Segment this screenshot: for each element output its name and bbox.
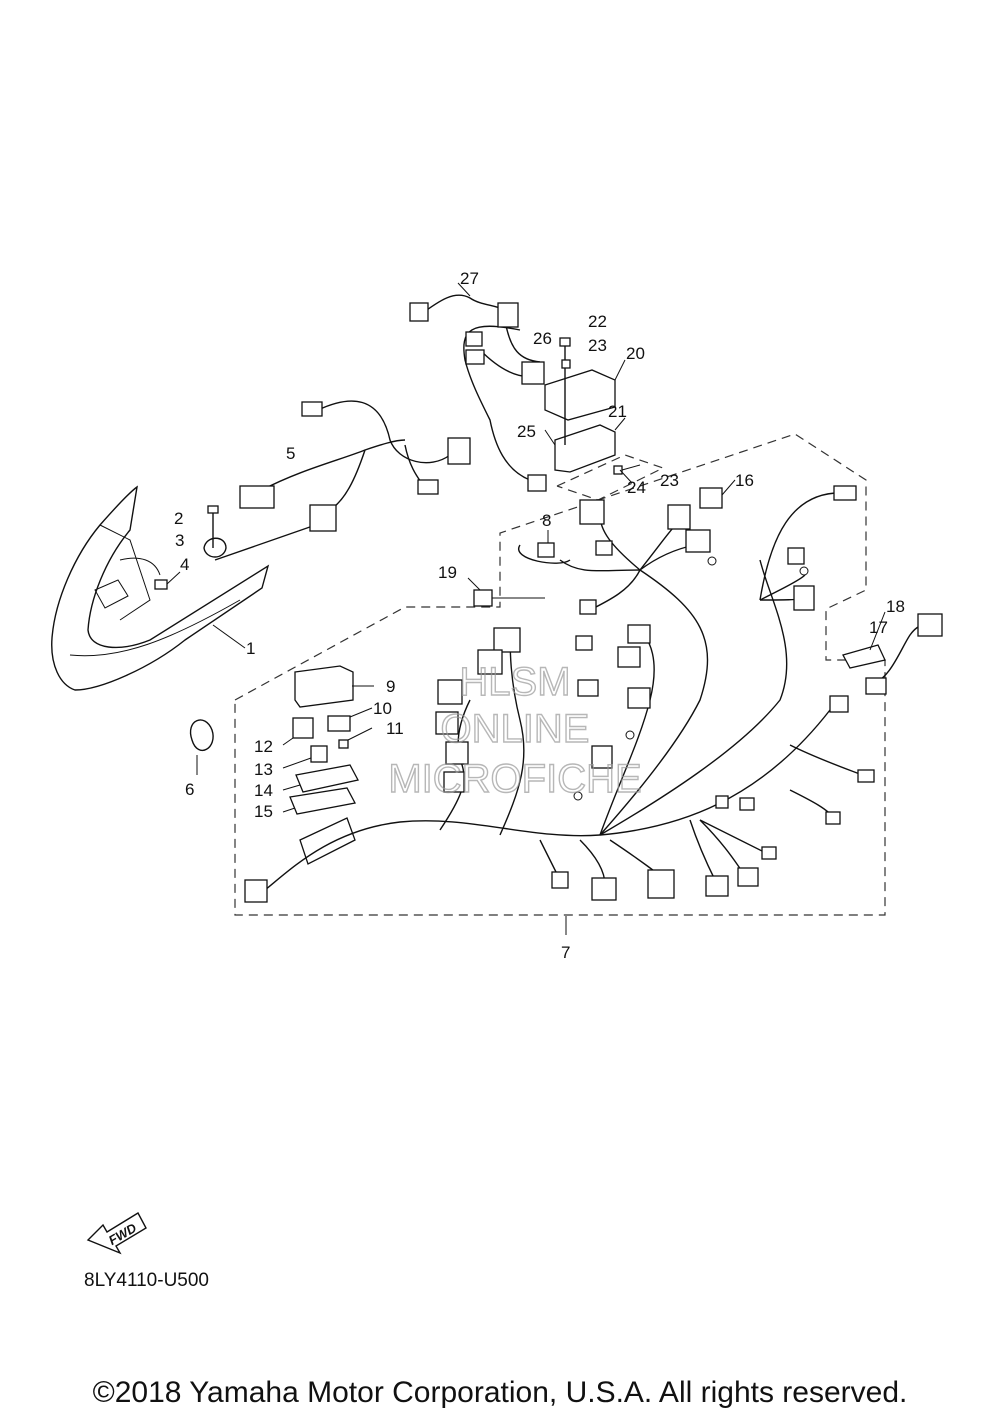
fwd-label: FWD: [106, 1220, 140, 1248]
copyright-notice: ©2018 Yamaha Motor Corporation, U.S.A. A…: [92, 1376, 908, 1409]
callout-23-lower: 23: [660, 471, 679, 490]
callout-18: 18: [886, 597, 905, 616]
callout-3: 3: [175, 531, 184, 550]
fwd-arrow-icon: FWD: [86, 1212, 147, 1255]
bracket-part-21: [544, 337, 641, 484]
callout-22: 22: [588, 312, 607, 331]
callout-8: 8: [542, 511, 551, 530]
callout-26: 26: [533, 329, 552, 348]
callout-19: 19: [438, 563, 457, 582]
diagram-part-code: 8LY4110-U500: [84, 1270, 210, 1291]
callout-12: 12: [254, 737, 273, 756]
connector-part-16: [699, 479, 736, 509]
callout-1: 1: [246, 639, 255, 658]
callout-13: 13: [254, 760, 273, 779]
callout-21: 21: [608, 402, 627, 421]
headlight-cowl: [51, 485, 270, 691]
callout-24: 24: [627, 478, 646, 497]
callout-4: 4: [180, 555, 189, 574]
callout-2: 2: [174, 509, 183, 528]
lead-part-8: [518, 530, 613, 564]
ring-part-6: [189, 719, 214, 775]
callout-6: 6: [185, 780, 194, 799]
callout-9: 9: [386, 677, 395, 696]
callout-5: 5: [286, 444, 295, 463]
sub-lead-17-18: [842, 611, 943, 695]
callout-25: 25: [517, 422, 536, 441]
fuse-relay-parts: [282, 665, 374, 865]
connector-part-19: [467, 577, 545, 607]
watermark-line-3: MICROFICHE: [388, 757, 641, 801]
clamp-part-3: [203, 537, 227, 558]
callout-17: 17: [869, 618, 888, 637]
upper-bracket-outline: [556, 454, 665, 501]
callout-23-upper: 23: [588, 336, 607, 355]
callout-27: 27: [460, 269, 479, 288]
callout-20: 20: [626, 344, 645, 363]
callout-7: 7: [561, 943, 570, 962]
callout-14: 14: [254, 781, 273, 800]
callout-labels: 1 2 3 4 5 6 7 8 9 10 11 12 13 14 15 16 1…: [174, 269, 905, 962]
harness-group-outline: [234, 433, 886, 916]
callout-15: 15: [254, 802, 273, 821]
watermark-line-2: ONLINE: [441, 707, 590, 751]
callout-11: 11: [386, 719, 404, 738]
bolt-part-2: [207, 505, 219, 548]
callout-16: 16: [735, 471, 754, 490]
watermark: HLSM ONLINE MICROFICHE: [388, 659, 643, 801]
sub-lead-5: [214, 400, 471, 561]
nut-part-4: [154, 571, 181, 590]
main-wire-harness-7: [244, 485, 875, 935]
callout-10: 10: [373, 699, 392, 718]
upper-lead-27: [409, 282, 547, 492]
watermark-line-1: HLSM: [459, 660, 570, 704]
ecu-part-20: [544, 359, 626, 421]
